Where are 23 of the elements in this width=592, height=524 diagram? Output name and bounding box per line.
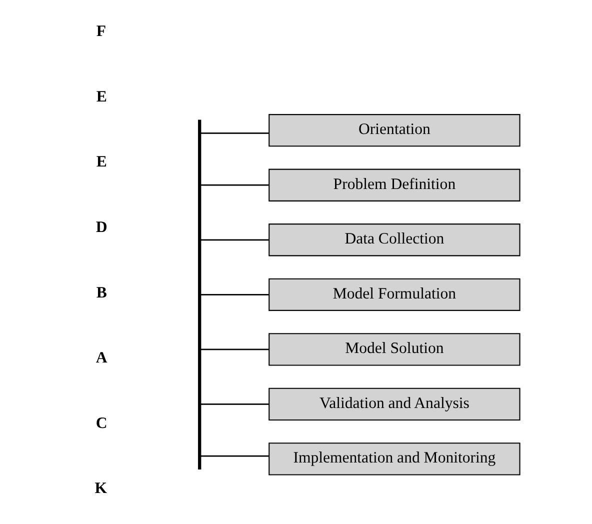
label: A xyxy=(95,350,107,367)
node-box: Orientation xyxy=(268,114,520,147)
connector xyxy=(200,239,268,241)
connector xyxy=(200,404,268,405)
label: F xyxy=(96,23,106,40)
node-bar xyxy=(198,120,201,470)
node-box: Data Collection xyxy=(268,224,520,256)
node-box: Model Solution xyxy=(268,333,520,366)
connector xyxy=(200,294,268,296)
connector xyxy=(200,455,268,457)
label: K xyxy=(94,480,107,498)
node-box: Model Formulation xyxy=(268,278,520,311)
label: D xyxy=(95,218,107,236)
node-box: Implementation and Monitoring xyxy=(268,442,520,476)
connector xyxy=(200,348,268,350)
label: B xyxy=(96,284,106,302)
label: C xyxy=(95,414,107,432)
node-box: Validation and Analysis xyxy=(268,388,520,421)
node-box: Problem Definition xyxy=(268,168,520,202)
label: E xyxy=(96,88,106,106)
label: E xyxy=(96,154,106,171)
connector xyxy=(200,184,268,186)
connector xyxy=(200,132,268,134)
